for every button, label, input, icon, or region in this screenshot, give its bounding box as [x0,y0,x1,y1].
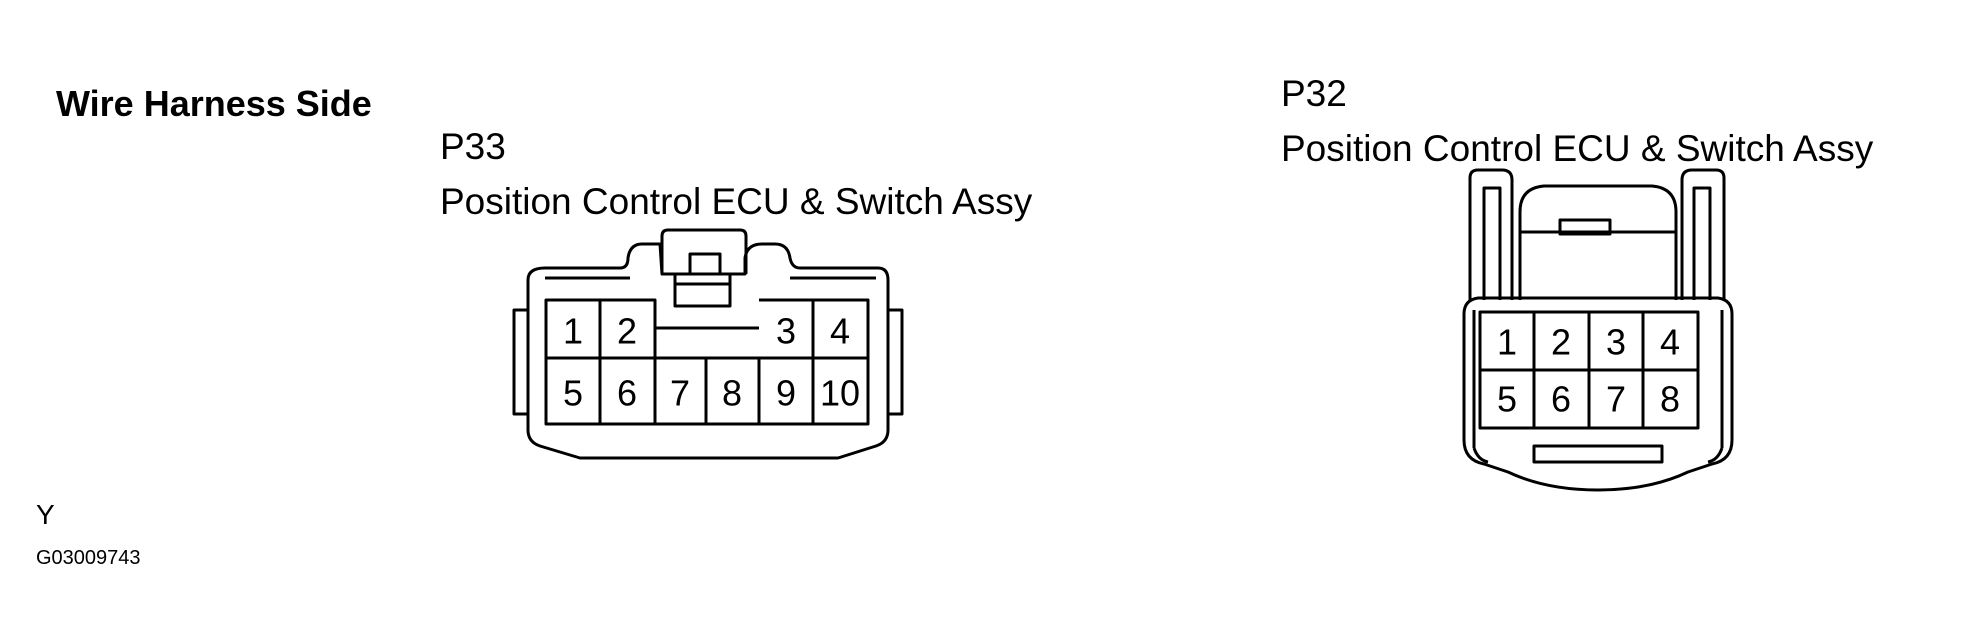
p32-pin-5: 5 [1497,379,1517,420]
p33-pin-8: 8 [722,373,742,414]
p33-pin-6: 6 [617,373,637,414]
p33-pin-10: 10 [820,373,860,414]
p33-pin-2: 2 [617,311,637,352]
p32-connector-code: P32 [1281,73,1347,114]
p33-pin-7: 7 [670,373,690,414]
p32-clip-left [1468,168,1514,300]
p32-connector-name: Position Control ECU & Switch Assy [1281,128,1874,169]
p33-pin-9: 9 [776,373,796,414]
figure-id-label: G03009743 [36,547,141,569]
p33-pin-1: 1 [563,311,583,352]
p33-pin-3: 3 [776,311,796,352]
p32-pin-4: 4 [1660,322,1680,363]
p32-pin-3: 3 [1606,322,1626,363]
p33-pin-4: 4 [830,311,850,352]
heading-wire-harness-side: Wire Harness Side [56,83,372,124]
p33-pin-5: 5 [563,373,583,414]
p33-connector-code: P33 [440,126,506,167]
p32-pin-7: 7 [1606,379,1626,420]
p32-latch [1518,184,1678,300]
p33-latch [660,228,748,274]
p32-clip-right [1680,168,1726,300]
color-code-label: Y [36,499,55,530]
p32-pin-8: 8 [1660,379,1680,420]
p32-pin-2: 2 [1551,322,1571,363]
p33-housing-outline [526,242,890,460]
p32-pin-6: 6 [1551,379,1571,420]
p33-side-tab-left [512,308,530,416]
p32-bottom-tab [1532,444,1664,464]
p33-connector-name: Position Control ECU & Switch Assy [440,181,1033,222]
p33-side-tab-right [886,308,904,416]
p32-pin-1: 1 [1497,322,1517,363]
p32-housing-outline [1462,296,1734,492]
